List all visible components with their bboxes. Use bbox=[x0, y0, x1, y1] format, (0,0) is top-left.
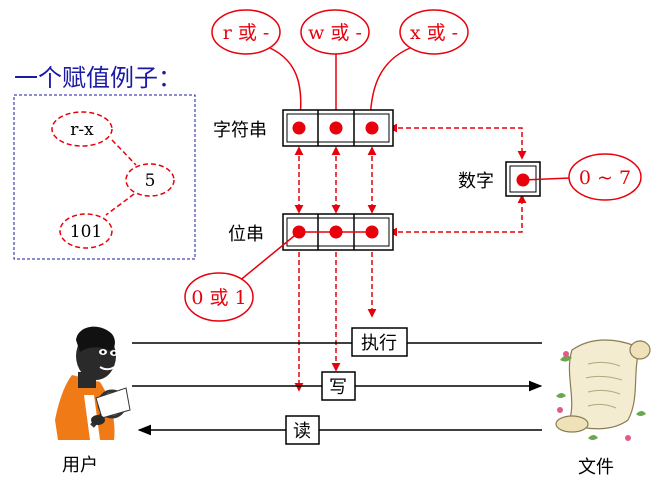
range-oval bbox=[568, 153, 642, 201]
bitstring-cells bbox=[282, 213, 394, 251]
number-cell bbox=[505, 161, 571, 197]
example-rx-oval bbox=[51, 111, 113, 147]
zero-one-text: 0 或 1 bbox=[191, 287, 246, 309]
file-label: 文件 bbox=[578, 457, 614, 478]
range-text: 0 ~ 7 bbox=[579, 167, 631, 189]
zero-one-connector bbox=[237, 231, 300, 283]
example-101-text: 101 bbox=[70, 222, 102, 242]
bitstring-label: 位串 bbox=[228, 224, 264, 245]
example-101-oval bbox=[59, 213, 113, 249]
r-option-oval bbox=[211, 9, 281, 55]
w-option-text: w 或 - bbox=[308, 22, 362, 44]
number-label: 数字 bbox=[458, 171, 494, 192]
example-panel: r-x 5 101 bbox=[13, 94, 196, 260]
scroll-icon bbox=[555, 339, 651, 441]
w-option-oval bbox=[300, 9, 370, 55]
x-option-text: x 或 - bbox=[410, 22, 458, 44]
example-rx-text: r-x bbox=[70, 120, 94, 140]
zero-one-oval bbox=[184, 272, 254, 322]
write-label-box bbox=[321, 371, 356, 401]
write-label: 写 bbox=[329, 377, 347, 398]
read-label: 读 bbox=[293, 421, 311, 442]
user-label: 用户 bbox=[62, 455, 98, 476]
example-5-oval bbox=[125, 163, 175, 197]
string-label: 字符串 bbox=[213, 120, 267, 141]
read-label-box bbox=[285, 415, 320, 445]
example-title: 一个赋值例子： bbox=[14, 64, 182, 92]
execute-label: 执行 bbox=[361, 333, 397, 354]
x-option-oval bbox=[399, 9, 469, 55]
example-5-text: 5 bbox=[145, 171, 156, 191]
string-cells bbox=[282, 109, 394, 147]
r-option-text: r 或 - bbox=[223, 22, 270, 44]
execute-label-box bbox=[351, 327, 408, 357]
top-ovals: r 或 - w 或 - x 或 - bbox=[211, 9, 469, 55]
dashed-arrows bbox=[294, 123, 527, 392]
person-with-magnifier-icon bbox=[55, 326, 131, 440]
